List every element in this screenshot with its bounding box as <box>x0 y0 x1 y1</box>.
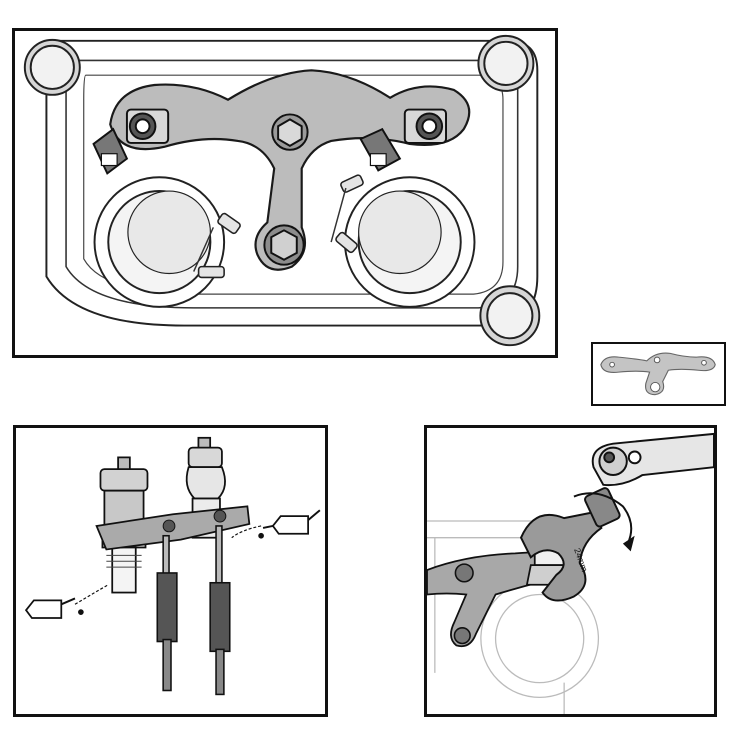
adapter-oil-application <box>13 425 328 717</box>
clip-tabs <box>197 174 364 279</box>
wrench-illustration: 24mm <box>427 432 714 714</box>
tool-plate-thumbnail <box>591 342 726 406</box>
threaded-rods <box>156 525 231 696</box>
hex-bolt-lower <box>263 224 305 266</box>
hex-bolt <box>453 563 474 645</box>
oil-can-icon <box>24 597 84 619</box>
tool-plate-photo <box>600 352 716 396</box>
corner-boss-top-left <box>23 38 81 96</box>
valve-bore-left <box>93 176 226 308</box>
valve-bore-right <box>343 176 476 308</box>
wrench-on-adapter: 24mm <box>424 425 717 717</box>
ratchet-icon <box>591 432 714 487</box>
adapter-left <box>92 108 170 175</box>
hex-bolt-center <box>271 113 309 151</box>
corner-boss-bottom-right <box>479 285 541 347</box>
cylinder-head-top-view <box>12 28 558 358</box>
adapter-assembly-illustration <box>24 436 321 696</box>
corner-boss-top-right <box>477 34 535 92</box>
oil-can-icon <box>258 509 321 539</box>
cylinder-head-illustration <box>23 34 541 347</box>
rotation-arrow-icon <box>573 492 633 544</box>
adapter-right <box>359 108 447 172</box>
